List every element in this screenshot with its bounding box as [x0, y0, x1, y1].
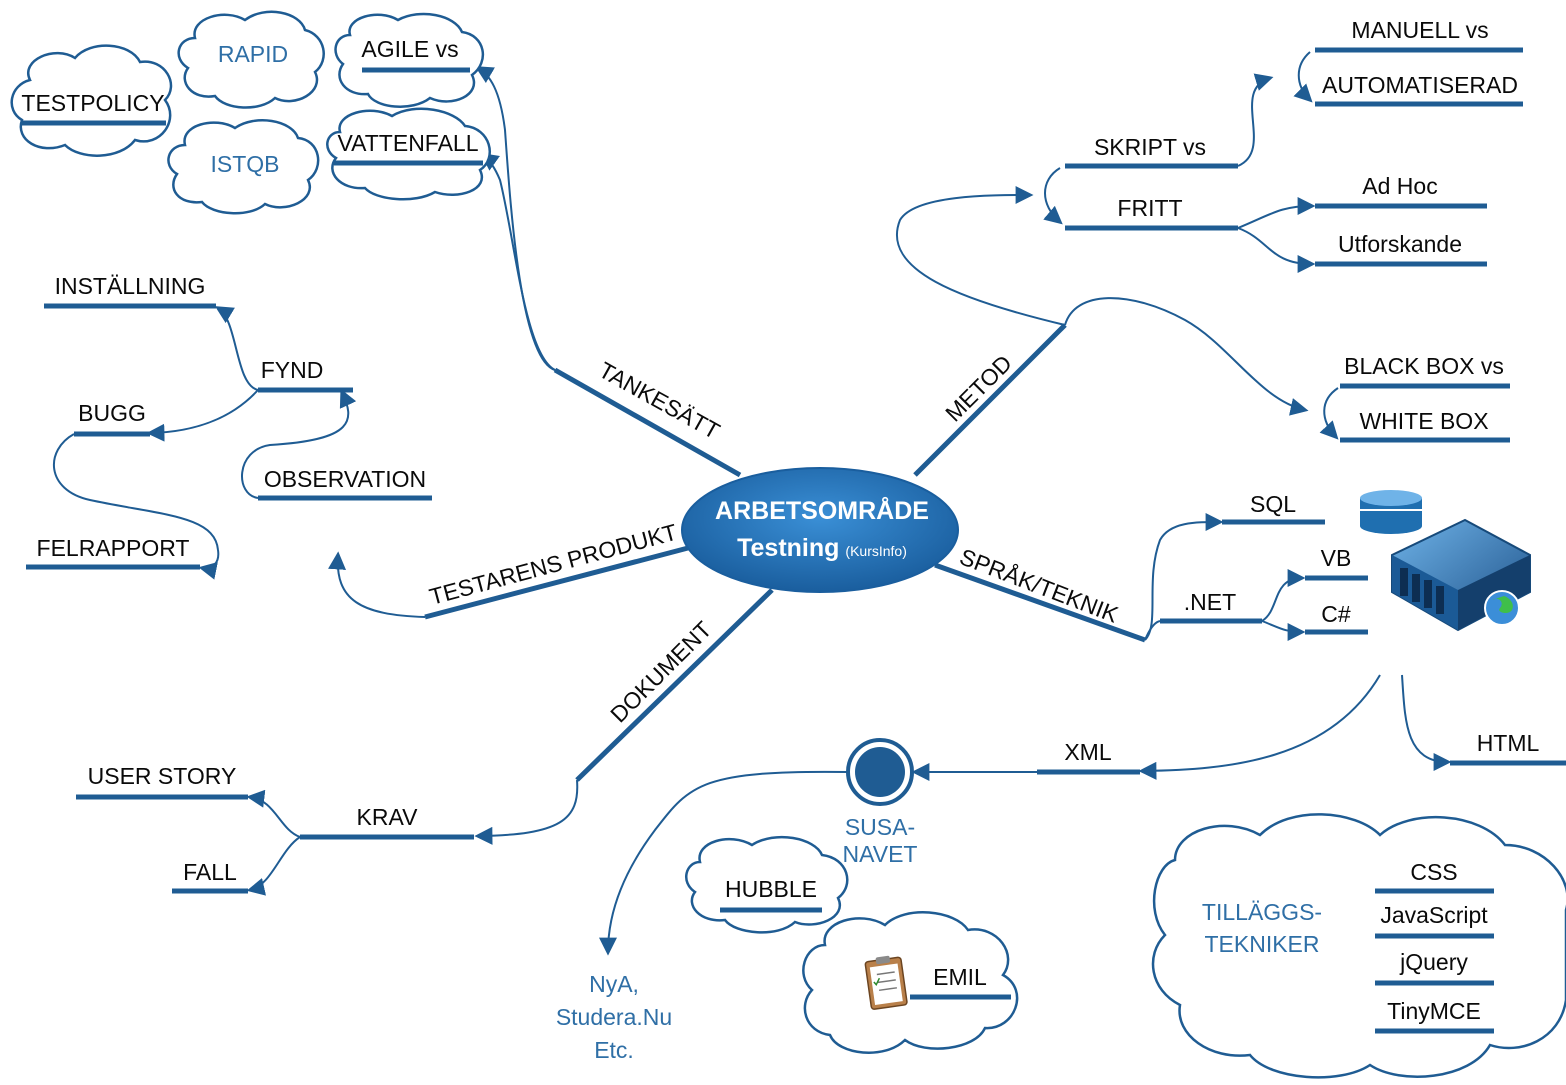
connector-server-html [1401, 674, 1452, 771]
connector-susa-nya [599, 770, 849, 956]
connector-dokument-krav [474, 779, 579, 845]
tillaggs-label-2: TEKNIKER [1204, 931, 1319, 957]
clipboard-icon [864, 955, 908, 1010]
connector-fynd-bugg [146, 389, 259, 442]
center-subtitle: Testning(KursInfo) [737, 534, 907, 562]
cloud-tillaggstekniker: TILLÄGGS- TEKNIKER CSS JavaScript jQuery… [1151, 813, 1566, 1079]
css-label: CSS [1410, 859, 1457, 885]
krav-label: KRAV [357, 804, 419, 830]
manuell-label: MANUELL vs [1351, 17, 1488, 43]
globe-icon [1484, 590, 1520, 626]
connector-tankesatt-vattenfall [480, 152, 556, 371]
connector-net-csharp [1261, 620, 1306, 641]
bugg-label: BUGG [78, 400, 146, 426]
felrapport-label: FELRAPPORT [37, 535, 190, 561]
connector-metod-skript [896, 186, 1066, 326]
connector-bugg-felrapport [52, 433, 220, 580]
html-label: HTML [1477, 730, 1540, 756]
vattenfall-label: VATTENFALL [337, 130, 478, 156]
cloud-emil: EMIL [802, 911, 1019, 1054]
connector-fritt-adhoc [1237, 197, 1316, 229]
net-label: .NET [1184, 589, 1236, 615]
connector-metod-blackbox [1064, 297, 1309, 416]
fynd-label: FYND [261, 357, 324, 383]
nya-node: NyA, Studera.Nu Etc. [556, 971, 672, 1063]
userstory-label: USER STORY [88, 763, 237, 789]
testpolicy-label: TESTPOLICY [21, 90, 164, 116]
nya-line-2: Studera.Nu [556, 1004, 672, 1030]
fritt-label: FRITT [1117, 195, 1182, 221]
nya-line-1: NyA, [589, 971, 639, 997]
tillaggs-label-1: TILLÄGGS- [1202, 899, 1322, 925]
cloud-rapid: RAPID [177, 10, 325, 109]
branch-line-tankesatt [553, 367, 742, 478]
utforskande-label: Utforskande [1338, 231, 1462, 257]
cloud-vattenfall: VATTENFALL [326, 107, 491, 201]
istqb-label: ISTQB [210, 151, 279, 177]
database-icon [1360, 490, 1422, 534]
center-node: ARBETSOMRÅDE Testning(KursInfo) [681, 467, 959, 593]
blackbox-label: BLACK BOX vs [1344, 353, 1504, 379]
javascript-label: JavaScript [1380, 902, 1488, 928]
susa-label-2: NAVET [843, 841, 918, 867]
cloud-istqb: ISTQB [167, 119, 320, 215]
branch-line-metod [913, 323, 1067, 477]
connector-server-xml [1138, 674, 1381, 780]
susa-navet-node: SUSA- NAVET [843, 738, 918, 867]
connector-fynd-installning [214, 306, 259, 391]
automatiserad-label: AUTOMATISERAD [1322, 72, 1518, 98]
fall-label: FALL [183, 859, 237, 885]
connector-fritt-utforskande [1237, 227, 1316, 273]
connector-krav-userstory [246, 789, 301, 838]
nya-line-3: Etc. [594, 1037, 634, 1063]
connector-produkt-observation [328, 551, 426, 618]
whitebox-label: WHITE BOX [1359, 408, 1488, 434]
observation-label: OBSERVATION [264, 466, 426, 492]
connector-sprak-sql [1144, 513, 1224, 641]
center-title: ARBETSOMRÅDE [715, 496, 929, 525]
tinymce-label: TinyMCE [1387, 998, 1481, 1024]
sql-label: SQL [1250, 491, 1296, 517]
branch-line-dokument [575, 588, 774, 782]
cloud-agile: AGILE vs [334, 12, 485, 108]
hubble-label: HUBBLE [725, 876, 817, 902]
cloud-testpolicy: TESTPOLICY [10, 44, 173, 157]
connector-net-vb [1261, 569, 1306, 622]
connector-blackbox-whitebox [1319, 387, 1339, 440]
branch-label-produkt: TESTARENS PRODUKT [427, 519, 680, 610]
susa-label-1: SUSA- [845, 814, 915, 840]
jquery-label: jQuery [1399, 949, 1468, 975]
connector-tankesatt-agile [474, 66, 556, 371]
connector-krav-fall [246, 836, 301, 896]
branch-line-sprak [934, 562, 1146, 643]
connector-skript-fritt [1043, 167, 1063, 225]
csharp-label: C# [1321, 601, 1351, 627]
rapid-label: RAPID [218, 41, 288, 67]
adhoc-label: Ad Hoc [1362, 173, 1437, 199]
connector-observation-fynd [241, 388, 357, 499]
connector-skript-manuell [1237, 73, 1274, 167]
skript-label: SKRIPT vs [1094, 134, 1206, 160]
branch-label-metod: METOD [940, 350, 1017, 427]
xml-label: XML [1064, 739, 1112, 765]
vb-label: VB [1321, 545, 1352, 571]
branch-label-dokument: DOKUMENT [605, 616, 716, 727]
branch-label-sprak: SPRÅK/TEKNIK [956, 542, 1123, 627]
branch-line-produkt [424, 545, 689, 620]
connector-sprak-net [1144, 620, 1161, 641]
cloud-hubble: HUBBLE [685, 835, 849, 934]
emil-label: EMIL [933, 964, 987, 990]
connector-manuell-auto [1293, 51, 1313, 103]
installning-label: INSTÄLLNING [55, 273, 206, 299]
agile-label: AGILE vs [361, 36, 458, 62]
